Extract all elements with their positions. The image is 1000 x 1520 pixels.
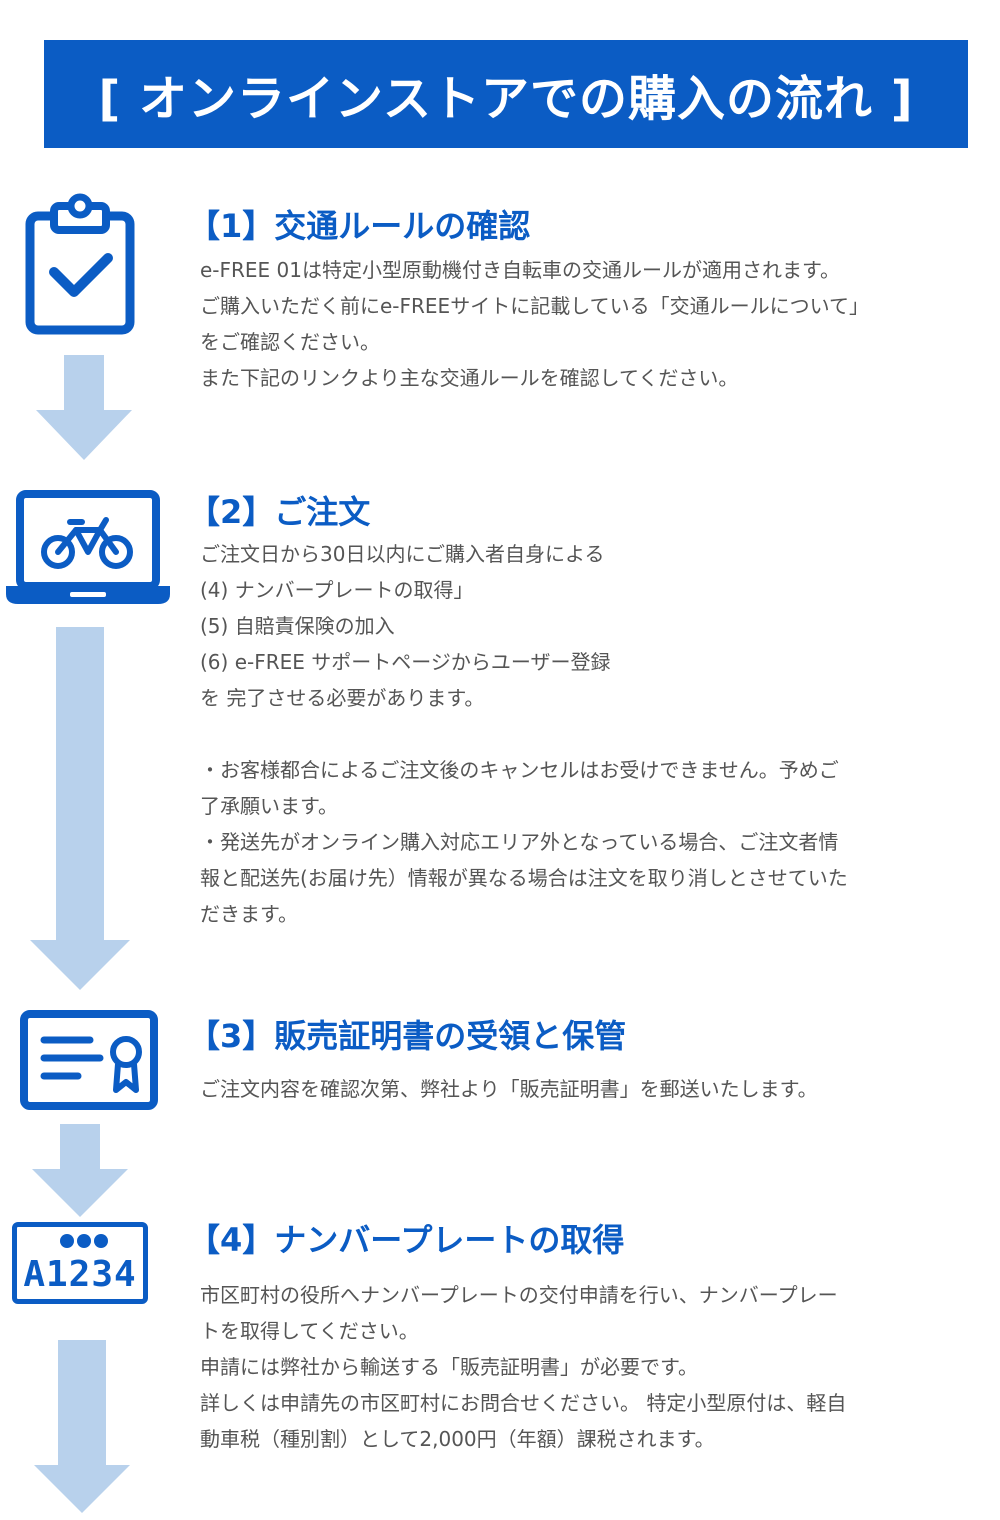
step-3-title: 【3】販売証明書の受領と保管	[188, 1017, 627, 1055]
plate-number: A1234	[23, 1254, 137, 1295]
step-4-line: 市区町村の役所へナンバープレートの交付申請を行い、ナンバープレー	[200, 1283, 838, 1307]
step-2-line: ・発送先がオンライン購入対応エリア外となっている場合、ご注文者情	[200, 830, 839, 854]
flow-arrow-down	[36, 355, 132, 460]
step-1-line: また下記のリンクより主な交通ルールを確認してください。	[200, 366, 739, 390]
step-2-line: 報と配送先(お届け先）情報が異なる場合は注文を取り消しとさせていた	[200, 866, 848, 890]
step-2-spacer	[200, 716, 960, 752]
flow-arrow-down	[30, 627, 130, 990]
step-2-line: だきます。	[200, 902, 298, 926]
page-title: [ オンラインストアでの購入の流れ ]	[98, 71, 914, 127]
laptop-bicycle-icon	[6, 490, 170, 604]
step-4-line: 申請には弊社から輸送する「販売証明書」が必要です。	[200, 1355, 698, 1379]
step-2-title: 【2】ご注文	[188, 493, 371, 531]
flow-arrow-down	[34, 1340, 130, 1513]
step-3-line: ご注文内容を確認次第、弊社より「販売証明書」を郵送いたします。	[200, 1077, 818, 1101]
certificate-icon	[20, 1010, 158, 1110]
step-1-line: をご確認ください。	[200, 330, 380, 354]
step-3-body: ご注文内容を確認次第、弊社より「販売証明書」を郵送いたします。	[200, 1071, 960, 1107]
step-2-line: (6) e-FREE サポートページからユーザー登録	[200, 650, 611, 674]
step-4-body: 市区町村の役所へナンバープレートの交付申請を行い、ナンバープレー トを取得してく…	[200, 1277, 960, 1457]
flow-arrow-down	[32, 1124, 128, 1217]
step-4-line: 動車税（種別割）として2,000円（年額）課税されます。	[200, 1427, 715, 1451]
step-4-title: 【4】ナンバープレートの取得	[188, 1221, 625, 1259]
step-2-line: ・お客様都合によるご注文後のキャンセルはお受けできません。予めご	[200, 758, 839, 782]
step-2-line: ご注文日から30日以内にご購入者自身による	[200, 542, 605, 566]
page-title-banner: [ オンラインストアでの購入の流れ ]	[44, 40, 968, 148]
step-2-line: (5) 自賠責保険の加入	[200, 614, 395, 638]
step-2-line: 了承願います。	[200, 794, 338, 818]
clipboard-check-icon	[25, 193, 135, 335]
license-plate-icon: A1234	[12, 1222, 148, 1304]
step-1-title: 【1】交通ルールの確認	[188, 207, 531, 245]
step-2-line: (4) ナンバープレートの取得」	[200, 578, 474, 602]
plate-dots	[60, 1234, 108, 1248]
step-2-body: ご注文日から30日以内にご購入者自身による (4) ナンバープレートの取得」 (…	[200, 536, 960, 932]
step-1-line: ご購入いただく前にe-FREEサイトに記載している「交通ルールについて」	[200, 294, 869, 318]
step-1-line: e-FREE 01は特定小型原動機付き自転車の交通ルールが適用されます。	[200, 258, 841, 282]
step-1-body: e-FREE 01は特定小型原動機付き自転車の交通ルールが適用されます。 ご購入…	[200, 252, 960, 396]
step-4-line: トを取得してください。	[200, 1319, 419, 1343]
step-2-line: を 完了させる必要があります。	[200, 686, 485, 710]
step-4-line: 詳しくは申請先の市区町村にお問合せください。 特定小型原付は、軽自	[200, 1391, 847, 1415]
